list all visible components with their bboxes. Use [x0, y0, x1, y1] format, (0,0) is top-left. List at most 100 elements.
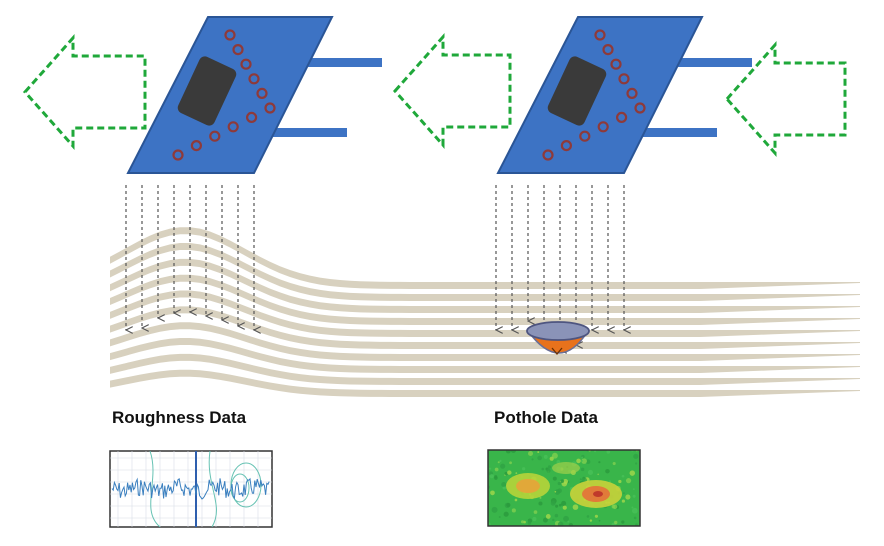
- texture-dot: [586, 515, 590, 518]
- texture-dot: [597, 473, 600, 476]
- sensor-led: [610, 58, 622, 70]
- texture-dot: [498, 515, 501, 518]
- texture-dot: [514, 498, 518, 502]
- sensor-led: [264, 102, 276, 114]
- texture-dot: [625, 494, 631, 500]
- texture-dot: [633, 516, 637, 520]
- road-layer: [110, 258, 860, 313]
- texture-dot: [549, 456, 554, 461]
- texture-dot: [621, 474, 625, 478]
- texture-dot: [594, 514, 598, 518]
- sensor-led: [594, 29, 606, 41]
- texture-dot: [491, 506, 498, 513]
- texture-dot: [632, 494, 636, 498]
- texture-dot: [589, 519, 593, 522]
- texture-dot: [547, 465, 552, 469]
- road-layer: [110, 369, 860, 397]
- sensor-unit-right: [496, 16, 752, 174]
- sensor-led: [246, 111, 258, 124]
- mount-bar-top-left: [300, 58, 382, 67]
- texture-dot: [509, 461, 512, 465]
- texture-dot: [531, 458, 534, 461]
- sensor-led: [240, 58, 252, 70]
- texture-dot: [554, 490, 557, 493]
- road-layer: [110, 290, 860, 337]
- texture-dot: [552, 518, 555, 522]
- texture-dot: [563, 515, 569, 522]
- texture-dot: [543, 454, 548, 459]
- texture-dot: [488, 467, 492, 470]
- pothole-map-frame: [487, 449, 641, 527]
- texture-dot: [522, 467, 526, 471]
- sensor-screen-left: [177, 56, 237, 126]
- texture-dot: [528, 451, 533, 457]
- texture-dot: [527, 521, 532, 525]
- sensor-leds-right: [542, 29, 646, 161]
- road-layer: [110, 322, 860, 361]
- road-surface-layers: [110, 227, 860, 397]
- sensor-led: [190, 140, 202, 152]
- pothole-icon: [526, 321, 590, 356]
- texture-dot: [614, 520, 618, 525]
- laser-profiler-sensor-icon: [126, 16, 334, 174]
- texture-dot: [568, 523, 574, 526]
- roughness-data-label: Roughness Data: [112, 408, 247, 427]
- mount-bar-top-right: [670, 58, 752, 67]
- texture-dot: [631, 507, 638, 514]
- pothole-hotspot-3: [552, 462, 580, 474]
- pothole-data-label: Pothole Data: [494, 408, 598, 427]
- sensor-led: [602, 43, 614, 56]
- mount-bar-bottom-right: [635, 128, 717, 137]
- texture-dot: [515, 472, 518, 474]
- direction-arrows: [22, 33, 847, 157]
- texture-dot: [503, 511, 509, 517]
- texture-dot: [550, 500, 556, 506]
- texture-dot: [554, 513, 559, 518]
- sensor-led: [618, 73, 630, 85]
- texture-dot: [494, 467, 499, 472]
- sensor-led: [626, 87, 638, 100]
- texture-dot: [609, 480, 611, 483]
- road-layer: [110, 227, 860, 289]
- texture-dot: [557, 481, 561, 486]
- texture-dot: [537, 455, 542, 461]
- texture-dot: [504, 471, 508, 476]
- texture-dot: [500, 463, 506, 469]
- texture-dot: [598, 461, 601, 464]
- texture-dot: [605, 468, 610, 474]
- sensor-screen-right: [547, 56, 607, 126]
- sensor-leds-left: [172, 29, 276, 161]
- texture-dot: [560, 479, 565, 483]
- pothole-data-map: [487, 449, 641, 527]
- texture-dot: [533, 510, 538, 514]
- texture-dot: [497, 461, 500, 464]
- texture-dot: [555, 504, 559, 508]
- texture-dot: [618, 479, 622, 484]
- texture-dot: [538, 501, 543, 506]
- texture-dot: [612, 504, 618, 510]
- texture-dot: [506, 502, 511, 508]
- road-layer: [110, 338, 860, 373]
- sensor-unit-left: [126, 16, 382, 174]
- texture-dot: [499, 459, 502, 463]
- texture-dot: [520, 520, 525, 524]
- texture-dot: [572, 504, 579, 510]
- texture-dot: [580, 467, 585, 472]
- texture-dot: [631, 506, 634, 509]
- texture-dot: [489, 474, 494, 479]
- pothole-rim: [526, 321, 590, 341]
- texture-dot: [606, 450, 611, 454]
- texture-dot: [579, 478, 582, 481]
- texture-dot: [629, 470, 636, 476]
- texture-dot: [501, 481, 507, 487]
- texture-dot: [562, 505, 567, 510]
- texture-dot: [621, 520, 625, 524]
- sensor-led: [209, 130, 221, 142]
- sensor-led: [560, 140, 573, 152]
- texture-dot: [552, 476, 557, 481]
- texture-dot: [542, 517, 548, 523]
- texture-dot: [558, 503, 562, 507]
- sensor-led: [542, 149, 554, 161]
- road-layer: [110, 243, 860, 301]
- sensor-led: [579, 130, 591, 142]
